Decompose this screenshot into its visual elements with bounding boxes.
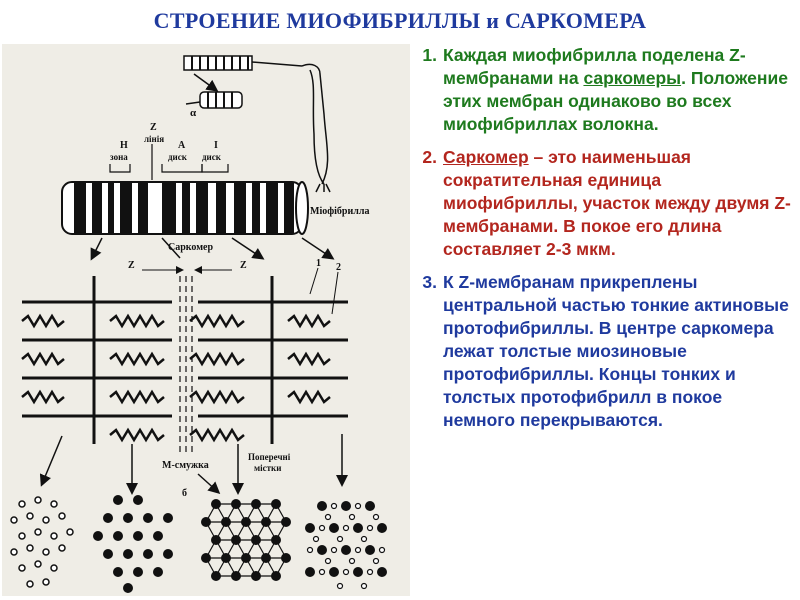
point-term: саркомеры (583, 68, 682, 88)
point-number: 3. (422, 272, 437, 292)
sarcomere-filaments (21, 267, 348, 454)
z-left-label: Z (128, 260, 135, 271)
point-text-segment: – это наименьшая сократительная единица … (443, 147, 791, 259)
h-zone-label: Н (120, 140, 128, 151)
myofibril-cylinder (61, 181, 309, 235)
a-disc-label-word: диск (168, 152, 188, 162)
point-number: 1. (422, 45, 437, 65)
explanation-list: 1. Каждая миофибрилла поделена Z-мембрана… (405, 44, 795, 442)
point-text-segment: . Положение этих мембран одинаково во вс… (443, 68, 788, 134)
cross-section-thick (93, 495, 173, 593)
a-disc-label: A (178, 140, 186, 151)
z-line-label: Z (150, 122, 157, 133)
point-text: Каждая миофибрилла поделена Z-мембранами… (443, 44, 795, 136)
i-disc-label: I (214, 140, 218, 151)
h-zone-label-word: зона (110, 152, 128, 162)
point-text: Саркомер – это наименьшая сократительная… (443, 146, 795, 261)
z-line-label-word: лінія (144, 134, 164, 144)
sarcomere-label: Саркомер (168, 242, 213, 253)
point-text-segment: К Z-мембранам прикреплены центральной ча… (443, 272, 789, 430)
cross-bridges-label-word: містки (254, 463, 281, 473)
point-term: Саркомер (443, 147, 529, 167)
point-number: 2. (422, 147, 437, 167)
point-text-segment: Каждая миофибрилла поделена Z-мембранами… (443, 45, 746, 88)
page-title: СТРОЕНИЕ МИОФИБРИЛЛЫ и САРКОМЕРА (153, 8, 647, 33)
muscle-fibre-illustration (183, 55, 331, 193)
thin-filament-number: 1 (316, 258, 321, 269)
z-right-label: Z (240, 260, 247, 271)
point-item-1: 1. Каждая миофибрилла поделена Z-мембрана… (405, 44, 795, 136)
cross-bridges-label: Поперечні (248, 452, 291, 462)
point-text: К Z-мембранам прикреплены центральной ча… (443, 271, 795, 432)
thick-filament-number: 2 (336, 262, 341, 273)
myofibril-diagram: α Z лінія Н зона A диск I диск (2, 44, 410, 596)
cross-section-bridges (201, 499, 291, 581)
i-disc-label-word: диск (202, 152, 222, 162)
b-label: б (182, 488, 187, 499)
cross-section-thin (10, 496, 74, 588)
alpha-label: α (190, 107, 197, 119)
cross-section-overlap (305, 501, 387, 590)
point-item-2: 2. Саркомер – это наименьшая сократительн… (405, 146, 795, 261)
point-item-3: 3. К Z-мембранам прикреплены центральной … (405, 271, 795, 432)
m-line-label: М-смужка (162, 460, 209, 471)
myofibril-label: Міофібрилла (310, 206, 369, 217)
